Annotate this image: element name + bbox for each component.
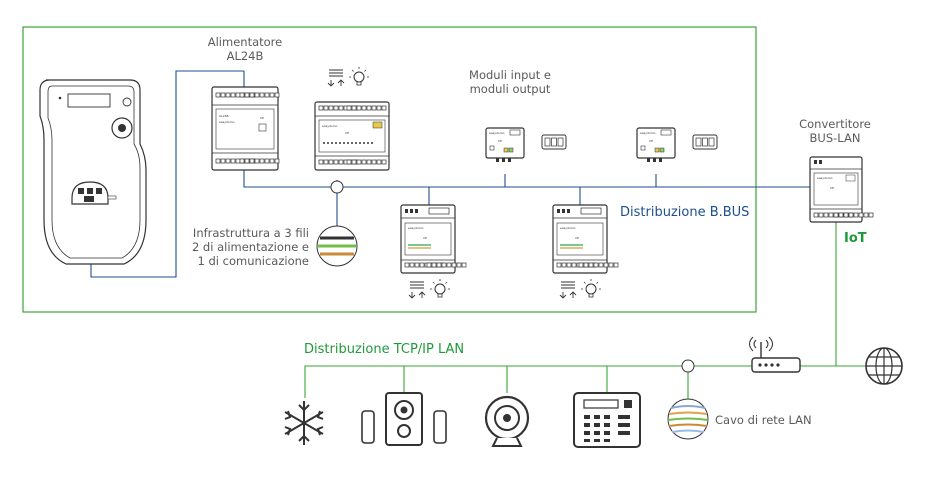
webcam-icon [484, 395, 530, 447]
label-convertitore-line2: BUS-LAN [810, 131, 861, 145]
lightbulb-icon [559, 278, 602, 299]
svg-text:easydomo: easydomo [219, 120, 235, 124]
bus-cable-section-icon [316, 180, 358, 267]
bus-lan-converter-icon: easydomo CE [809, 156, 874, 223]
svg-text:easydomo: easydomo [322, 124, 338, 128]
label-infrastruttura-line3: 1 di comunicazione [198, 254, 309, 268]
label-distribuzione-lan: Distribuzione TCP/IP LAN [304, 342, 464, 357]
label-alimentatore-line1: Alimentatore [208, 35, 282, 49]
io-module-icon [636, 127, 676, 163]
io-module-icon [401, 205, 466, 273]
label-alimentatore-line2: AL24B [227, 49, 264, 63]
electricity-meter-icon [39, 79, 147, 265]
label-infrastruttura-line2: 2 di alimentazione e [192, 240, 309, 254]
dimmer-module-icon: easydomo CE [314, 101, 390, 171]
label-moduli-line1: Moduli input e [469, 68, 551, 82]
speakers-icon [361, 392, 447, 446]
snowflake-icon [284, 401, 324, 445]
svg-text:easydomo: easydomo [817, 176, 833, 180]
label-iot: IoT [844, 231, 867, 246]
io-module-icon [485, 127, 525, 163]
svg-text:CE: CE [345, 131, 349, 135]
lightbulb-icon [327, 66, 370, 87]
label-distribuzione-bbus: Distribuzione B.BUS [620, 205, 749, 220]
light-switch-icon [541, 134, 567, 150]
lightbulb-icon [408, 278, 451, 299]
io-module-icon [553, 205, 618, 273]
label-infrastruttura-line1: Infrastruttura a 3 fili [193, 226, 309, 240]
globe-icon [865, 347, 903, 385]
svg-text:CE: CE [830, 186, 834, 190]
label-cavo-lan: Cavo di rete LAN [715, 413, 812, 427]
label-moduli-line2: moduli output [470, 82, 551, 96]
svg-text:AL24B: AL24B [219, 114, 229, 118]
label-convertitore-line1: Convertitore [799, 117, 871, 131]
lan-cable-section-icon [667, 359, 709, 440]
alarm-keypad-icon [573, 392, 641, 448]
router-icon [749, 336, 801, 373]
installation-frame [22, 26, 757, 313]
power-supply-module-icon: AL24B easydomo CE [211, 86, 280, 171]
svg-text:CE: CE [260, 116, 264, 120]
light-switch-icon [692, 134, 718, 150]
